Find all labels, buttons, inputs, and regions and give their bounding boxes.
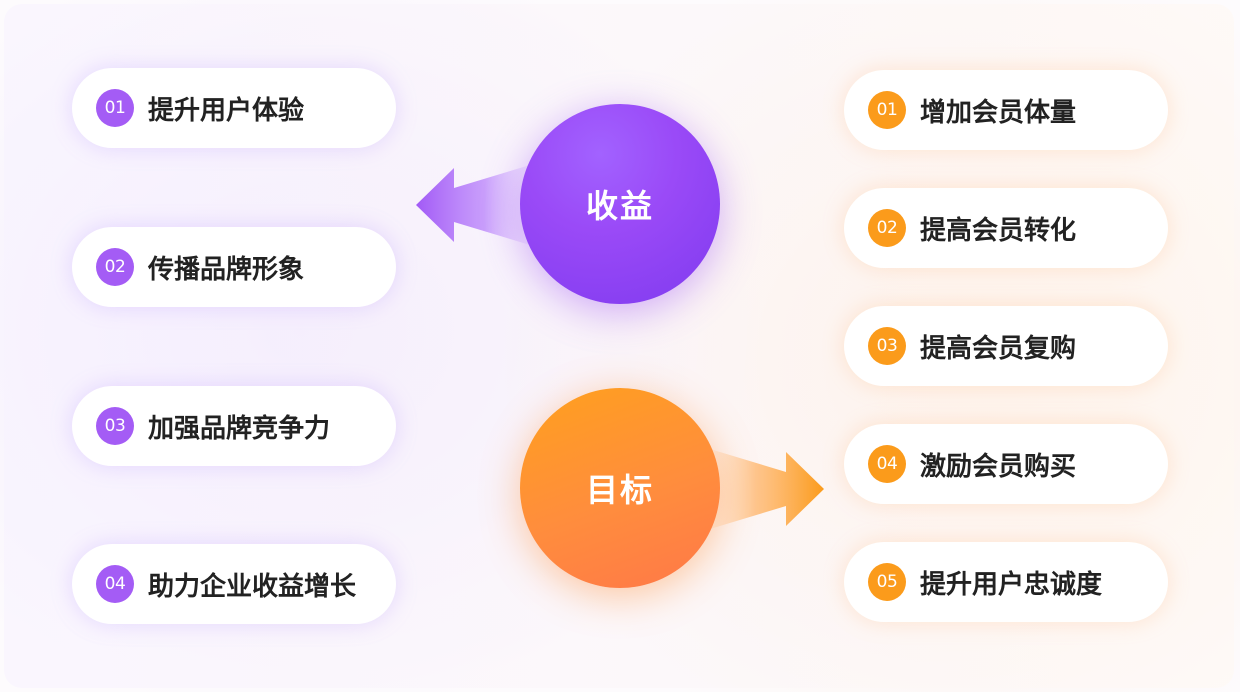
goal-item-label: 提高会员复购	[920, 333, 1077, 364]
goal-item-label: 增加会员体量	[920, 97, 1077, 128]
revenue-circle: 收益	[520, 104, 720, 304]
revenue-item-number-badge: 04	[96, 565, 134, 603]
goal-item-1: 01 增加会员体量	[844, 70, 1168, 150]
revenue-item-label: 提升用户体验	[148, 95, 305, 126]
revenue-item-number-badge: 02	[96, 248, 134, 286]
revenue-item-3: 03 加强品牌竞争力	[72, 386, 396, 466]
goal-item-5: 05 提升用户忠诚度	[844, 542, 1168, 622]
goal-item-number-badge: 03	[868, 327, 906, 365]
revenue-item-4: 04 助力企业收益增长	[72, 544, 396, 624]
goal-item-number-badge: 01	[868, 91, 906, 129]
goal-item-label: 提升用户忠诚度	[920, 569, 1103, 600]
revenue-item-number-badge: 03	[96, 407, 134, 445]
revenue-item-number-badge: 01	[96, 89, 134, 127]
goal-item-number-badge: 05	[868, 563, 906, 601]
goal-item-label: 激励会员购买	[920, 451, 1077, 482]
revenue-item-label: 加强品牌竞争力	[148, 413, 331, 444]
goal-item-number-badge: 04	[868, 445, 906, 483]
left-arrow-icon	[416, 162, 540, 248]
revenue-item-2: 02 传播品牌形象	[72, 227, 396, 307]
revenue-label: 收益	[585, 187, 654, 225]
right-arrow-icon	[700, 446, 824, 532]
goal-item-4: 04 激励会员购买	[844, 424, 1168, 504]
goal-label: 目标	[585, 471, 654, 509]
goal-item-number-badge: 02	[868, 209, 906, 247]
goal-item-label: 提高会员转化	[920, 215, 1077, 246]
revenue-item-1: 01 提升用户体验	[72, 68, 396, 148]
goal-item-3: 03 提高会员复购	[844, 306, 1168, 386]
revenue-item-label: 传播品牌形象	[148, 254, 305, 285]
goal-item-2: 02 提高会员转化	[844, 188, 1168, 268]
goal-circle: 目标	[520, 388, 720, 588]
revenue-item-label: 助力企业收益增长	[148, 571, 357, 602]
